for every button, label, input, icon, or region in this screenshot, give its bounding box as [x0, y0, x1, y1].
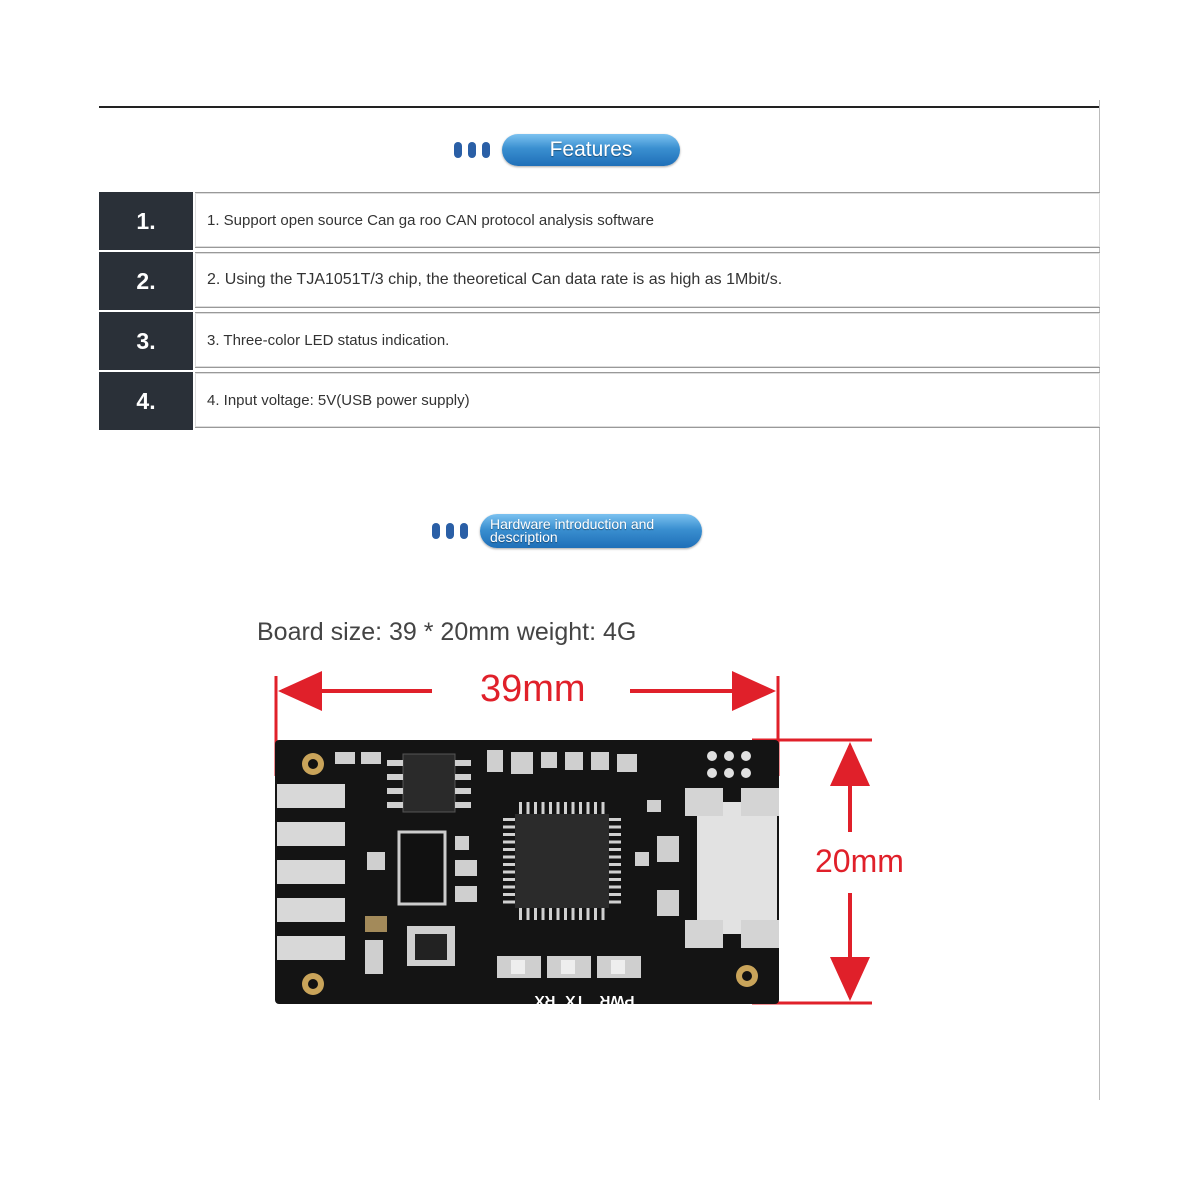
mcu-pin	[519, 802, 522, 814]
mcu-pin	[503, 848, 515, 851]
mcu-pin	[609, 848, 621, 851]
mcu-pin	[549, 802, 552, 814]
feature-number: 2.	[99, 252, 193, 310]
mcu-chip	[515, 814, 609, 908]
mcu-pin	[594, 802, 597, 814]
mcu-pin	[609, 818, 621, 821]
mcu-pin	[503, 818, 515, 821]
mcu-pin	[609, 840, 621, 844]
mcu-pin	[609, 825, 621, 829]
mcu-pin	[556, 802, 560, 814]
mcu-pin	[609, 855, 621, 859]
mcu-pin	[503, 885, 515, 889]
height-dimension-label: 20mm	[815, 843, 904, 879]
features-title: Features	[502, 134, 680, 166]
feature-row: 4. 4. Input voltage: 5V(USB power supply…	[99, 372, 1100, 430]
mcu-pin	[503, 833, 515, 836]
mcu-pin	[503, 840, 515, 844]
mcu-pin	[609, 833, 621, 836]
mcu-pin	[503, 863, 515, 866]
feature-row: 2. 2. Using the TJA1051T/3 chip, the the…	[99, 252, 1100, 310]
mcu-pin	[609, 870, 621, 874]
feature-text: 1. Support open source Can ga roo CAN pr…	[195, 192, 1100, 248]
mcu-pin	[534, 802, 537, 814]
mcu-pin	[601, 908, 605, 920]
mcu-pin	[549, 908, 552, 920]
header-dots-icon	[454, 142, 490, 158]
edge-pad	[277, 860, 345, 884]
mcu-pin	[534, 908, 537, 920]
feature-text: 4. Input voltage: 5V(USB power supply)	[195, 372, 1100, 428]
mcu-pin	[564, 908, 567, 920]
mcu-pin	[579, 908, 582, 920]
mcu-pin	[503, 878, 515, 881]
edge-pad	[277, 784, 345, 808]
feature-number: 1.	[99, 192, 193, 250]
led-label-rx: RX	[535, 992, 556, 1004]
feature-text: 2. Using the TJA1051T/3 chip, the theore…	[195, 252, 1100, 308]
inductor	[397, 830, 447, 906]
mcu-pin	[503, 855, 515, 859]
mcu-pin	[579, 802, 582, 814]
can-transceiver-chip	[402, 753, 456, 813]
header-dots-icon	[432, 523, 468, 539]
mcu-pin	[609, 878, 621, 881]
mcu-pin	[571, 802, 575, 814]
mcu-pin	[526, 908, 530, 920]
right-divider	[1099, 100, 1100, 1100]
mcu-pin	[586, 908, 590, 920]
mcu-pin	[526, 802, 530, 814]
mcu-pin	[609, 900, 621, 904]
board-size-text: Board size: 39 * 20mm weight: 4G	[257, 618, 637, 646]
mcu-pin	[503, 825, 515, 829]
led-label-pwr: PWR	[599, 992, 634, 1004]
feature-row: 1. 1. Support open source Can ga roo CAN…	[99, 192, 1100, 250]
features-section-header: Features	[454, 134, 680, 166]
hardware-title: Hardware introduction and description	[480, 514, 702, 548]
mcu-pin	[503, 900, 515, 904]
led-label-tx: TX	[565, 992, 584, 1004]
top-divider	[99, 106, 1100, 108]
mcu-pin	[541, 802, 545, 814]
mcu-pin	[609, 885, 621, 889]
mcu-pin	[586, 802, 590, 814]
status-leds	[497, 956, 641, 978]
feature-text: 3. Three-color LED status indication.	[195, 312, 1100, 368]
mcu-pin	[571, 908, 575, 920]
edge-pad	[277, 898, 345, 922]
edge-pad	[277, 822, 345, 846]
mcu-pin	[609, 893, 621, 896]
feature-row: 3. 3. Three-color LED status indication.	[99, 312, 1100, 370]
width-dimension-label: 39mm	[480, 668, 586, 710]
mcu-pin	[541, 908, 545, 920]
mcu-pin	[503, 893, 515, 896]
mcu-pin	[556, 908, 560, 920]
usb-connector	[697, 802, 777, 934]
edge-pad	[277, 936, 345, 960]
hardware-section-header: Hardware introduction and description	[432, 514, 702, 548]
feature-number: 4.	[99, 372, 193, 430]
mcu-pin	[601, 802, 605, 814]
pcb-board-image: RX TX PWR	[275, 740, 779, 1004]
mcu-pin	[564, 802, 567, 814]
mcu-pin	[503, 870, 515, 874]
mcu-pin	[609, 863, 621, 866]
feature-number: 3.	[99, 312, 193, 370]
mcu-pin	[594, 908, 597, 920]
mcu-pin	[519, 908, 522, 920]
